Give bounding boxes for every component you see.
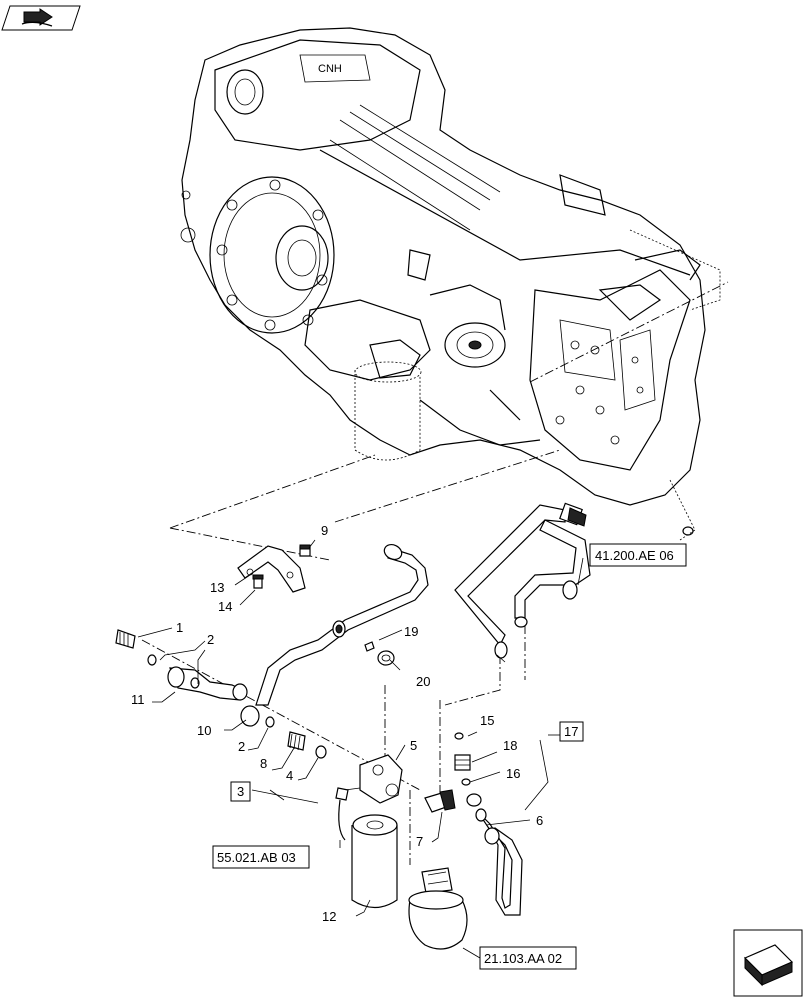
callout-4: 4 xyxy=(286,768,293,783)
callout-8: 8 xyxy=(260,756,267,771)
next-page-arrow-icon[interactable] xyxy=(733,929,803,997)
svg-text:41.200.AE 06: 41.200.AE 06 xyxy=(595,548,674,563)
oil-filter xyxy=(351,814,398,909)
leader-lines xyxy=(137,539,584,959)
svg-text:17: 17 xyxy=(564,724,578,739)
fitting-group xyxy=(424,732,482,813)
reference-55-021[interactable]: 55.021.AB 03 xyxy=(212,845,310,869)
callout-labels: 1 2 2 4 5 6 7 8 9 10 11 12 13 14 15 16 1… xyxy=(131,523,543,924)
kit-callout-17[interactable]: 17 xyxy=(559,721,584,742)
callout-12: 12 xyxy=(322,909,336,924)
pipe-6 xyxy=(475,808,523,916)
bracket-assembly xyxy=(237,544,311,593)
callout-1: 1 xyxy=(176,620,183,635)
callout-7: 7 xyxy=(416,834,423,849)
callout-19: 19 xyxy=(404,624,418,639)
callout-2-upper: 2 xyxy=(207,632,214,647)
book-arrow-icon[interactable] xyxy=(1,5,81,31)
reference-41-200[interactable]: 41.200.AE 06 xyxy=(589,543,687,567)
callout-15: 15 xyxy=(480,713,494,728)
accumulator xyxy=(408,867,468,950)
filter-head xyxy=(335,754,403,841)
connection-lines xyxy=(141,281,729,865)
pipe-upper-right xyxy=(454,502,591,663)
reference-21-103[interactable]: 21.103.AA 02 xyxy=(479,946,577,970)
callout-18: 18 xyxy=(503,738,517,753)
callout-10: 10 xyxy=(197,723,211,738)
svg-text:3: 3 xyxy=(237,784,244,799)
callout-16: 16 xyxy=(506,766,520,781)
callout-14: 14 xyxy=(218,599,232,614)
callout-2-lower: 2 xyxy=(238,739,245,754)
svg-text:55.021.AB 03: 55.021.AB 03 xyxy=(217,850,296,865)
transmission-housing: CNH xyxy=(180,27,721,541)
callout-11: 11 xyxy=(131,692,145,707)
callout-5: 5 xyxy=(410,738,417,753)
callout-6: 6 xyxy=(536,813,543,828)
svg-text:CNH: CNH xyxy=(318,63,342,75)
callout-20: 20 xyxy=(416,674,430,689)
svg-text:21.103.AA 02: 21.103.AA 02 xyxy=(484,951,562,966)
callout-13: 13 xyxy=(210,580,224,595)
kit-callout-3[interactable]: 3 xyxy=(230,781,251,802)
pipe-left xyxy=(115,544,429,759)
callout-9: 9 xyxy=(321,523,328,538)
